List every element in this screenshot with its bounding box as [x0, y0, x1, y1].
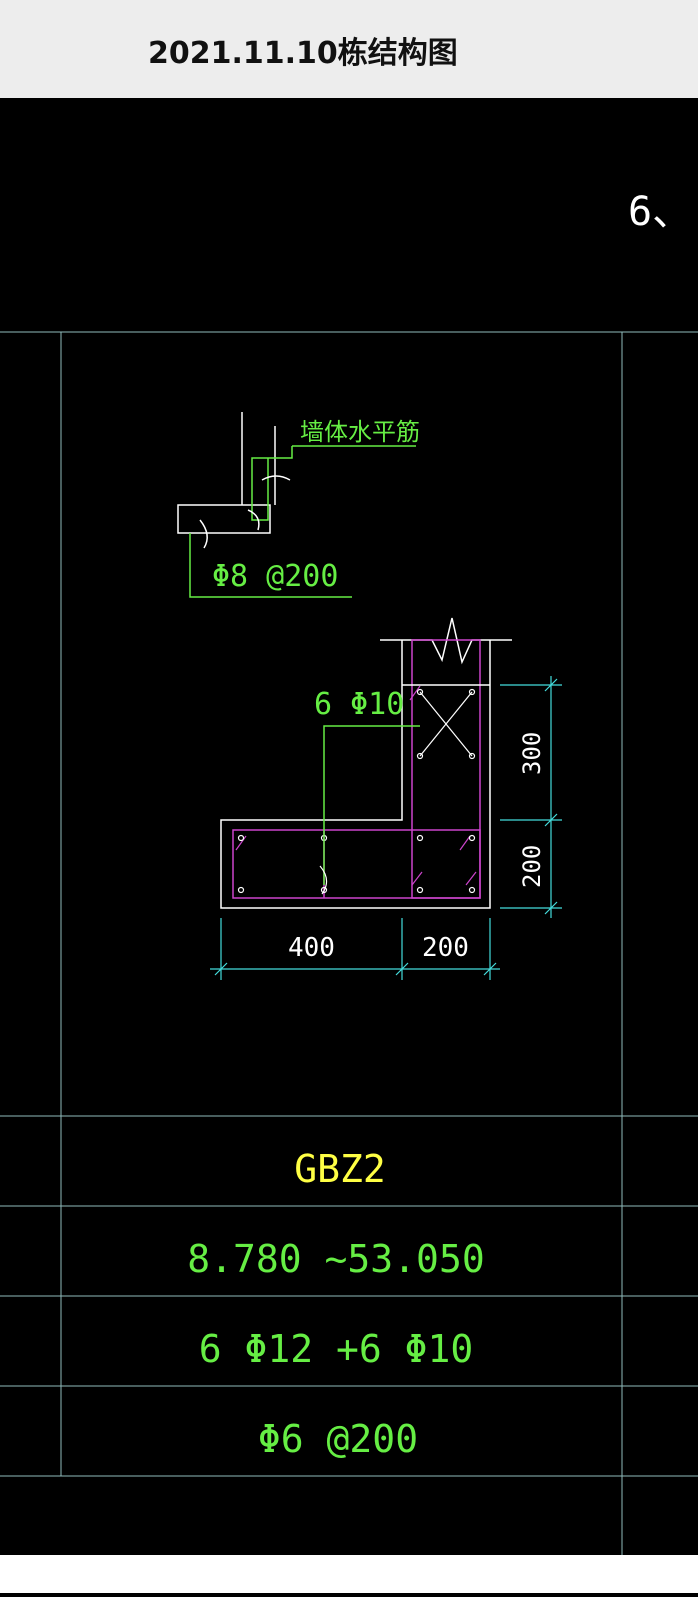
header-bar: 2021.11.10栋结构图	[0, 0, 698, 98]
page-title: 2021.11.10栋结构图	[148, 36, 458, 71]
structural-drawing: 6、 墙体水平筋 Φ8 @200	[0, 189, 698, 1555]
l-section-detail: 6 Φ10 300 200	[210, 617, 562, 980]
tie-label: Φ8 @200	[212, 559, 338, 594]
dim-200-horizontal: 200	[422, 933, 469, 963]
dim-200-vertical: 200	[518, 845, 546, 888]
table-elevation: 8.780 ~53.050	[187, 1237, 484, 1281]
longitudinal-label: 6 Φ10	[314, 687, 404, 722]
table-stirrup: Φ6 @200	[258, 1417, 418, 1461]
hook-detail: 墙体水平筋 Φ8 @200	[177, 412, 420, 598]
dim-400: 400	[288, 933, 335, 963]
cad-canvas: 6、 墙体水平筋 Φ8 @200	[0, 98, 698, 1593]
wall-rebar-label: 墙体水平筋	[300, 418, 420, 446]
table-grid	[0, 331, 698, 1555]
bottom-strip	[0, 1555, 698, 1593]
table-main-rebar: 6 Φ12 +6 Φ10	[199, 1327, 474, 1371]
dim-300: 300	[518, 732, 546, 775]
page-label: 6、	[628, 189, 692, 235]
table-id: GBZ2	[294, 1147, 386, 1191]
